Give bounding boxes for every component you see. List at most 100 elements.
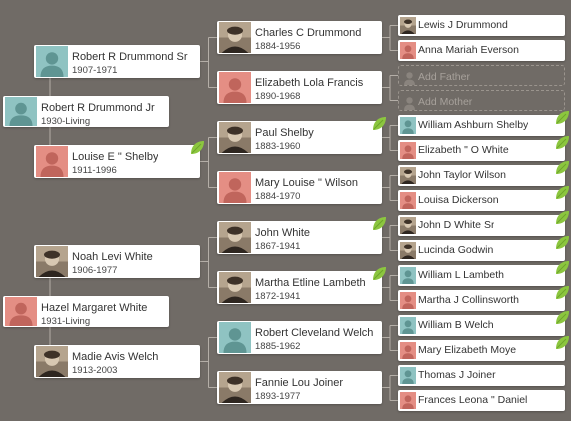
person-lifespan: 1885-1962	[255, 341, 301, 352]
person-name: Louise E " Shelby	[72, 151, 159, 163]
person-silhouette-icon	[36, 46, 68, 77]
person-card[interactable]: Mary Elizabeth Moye	[398, 340, 565, 361]
person-silhouette-icon	[400, 392, 416, 409]
connector-line	[382, 75, 398, 101]
person-silhouette-icon	[400, 192, 416, 209]
person-name: William Ashburn Shelby	[418, 119, 529, 131]
record-hint-leaf-icon[interactable]	[554, 184, 571, 201]
person-silhouette-icon	[400, 142, 416, 159]
person-card[interactable]: John D White Sr	[398, 215, 565, 236]
connector-line	[200, 237, 217, 288]
person-silhouette-icon	[400, 317, 416, 334]
person-name: Robert Cleveland Welch	[255, 327, 374, 339]
person-name: Elizabeth " O White	[418, 144, 509, 156]
person-card[interactable]: John Taylor Wilson	[398, 165, 565, 186]
connector-line	[382, 275, 398, 301]
record-hint-leaf-icon[interactable]	[554, 309, 571, 326]
record-hint-leaf-icon[interactable]	[554, 259, 571, 276]
person-card[interactable]: Robert Cleveland Welch 1885-1962	[217, 321, 382, 354]
record-hint-leaf-icon[interactable]	[554, 284, 571, 301]
person-card[interactable]: Louisa Dickerson	[398, 190, 565, 211]
person-card[interactable]: Lewis J Drummond	[398, 15, 565, 36]
record-hint-leaf-icon[interactable]	[189, 139, 206, 156]
person-lifespan: 1907-1971	[72, 65, 118, 76]
person-silhouette-icon	[400, 367, 416, 384]
person-silhouette-icon	[400, 292, 416, 309]
person-card[interactable]: Mary Louise " Wilson 1884-1970	[217, 171, 382, 204]
add-father-button[interactable]: Add Father	[398, 65, 565, 86]
person-name: Mary Louise " Wilson	[255, 177, 358, 189]
person-name: Thomas J Joiner	[418, 369, 496, 381]
person-lifespan: 1872-1941	[255, 291, 301, 302]
person-card[interactable]: William Ashburn Shelby	[398, 115, 565, 136]
person-card[interactable]: Louise E " Shelby 1911-1996	[34, 145, 200, 178]
person-card[interactable]: Lucinda Godwin	[398, 240, 565, 261]
add-mother-button[interactable]: Add Mother	[398, 90, 565, 111]
person-silhouette-icon	[400, 117, 416, 134]
record-hint-leaf-icon[interactable]	[554, 109, 571, 126]
person-lifespan: 1906-1977	[72, 265, 118, 276]
person-name: Hazel Margaret White	[41, 302, 148, 314]
person-lifespan: 1883-1960	[255, 141, 301, 152]
person-name: Robert R Drummond Jr	[41, 102, 155, 114]
person-photo	[400, 17, 416, 34]
record-hint-leaf-icon[interactable]	[554, 234, 571, 251]
record-hint-leaf-icon[interactable]	[554, 134, 571, 151]
connector-line	[200, 137, 217, 188]
person-card[interactable]: William B Welch	[398, 315, 565, 336]
person-lifespan: 1884-1970	[255, 191, 301, 202]
person-lifespan: 1884-1956	[255, 41, 301, 52]
record-hint-leaf-icon[interactable]	[554, 159, 571, 176]
record-hint-leaf-icon[interactable]	[371, 215, 388, 232]
person-photo	[219, 272, 251, 303]
person-name: Mary Elizabeth Moye	[418, 344, 517, 356]
person-silhouette-icon	[402, 69, 417, 85]
record-hint-leaf-icon[interactable]	[371, 265, 388, 282]
person-card[interactable]: Hazel Margaret White 1931-Living	[3, 296, 169, 327]
person-lifespan: 1867-1941	[255, 241, 301, 252]
person-card[interactable]: William L Lambeth	[398, 265, 565, 286]
person-name: William L Lambeth	[418, 269, 504, 281]
record-hint-leaf-icon[interactable]	[371, 115, 388, 132]
person-card[interactable]: Anna Mariah Everson	[398, 40, 565, 61]
person-lifespan: 1931-Living	[41, 316, 91, 327]
connector-line	[382, 375, 398, 401]
person-silhouette-icon	[219, 172, 251, 203]
person-card[interactable]: Elizabeth " O White	[398, 140, 565, 161]
person-name: William B Welch	[418, 319, 494, 331]
person-card[interactable]: Martha J Collinsworth	[398, 290, 565, 311]
person-silhouette-icon	[219, 322, 251, 353]
connector-line	[200, 337, 217, 388]
record-hint-leaf-icon[interactable]	[554, 209, 571, 226]
record-hint-leaf-icon[interactable]	[554, 334, 571, 351]
person-silhouette-icon	[400, 267, 416, 284]
person-name: John Taylor Wilson	[418, 169, 506, 181]
person-lifespan: 1911-1996	[72, 165, 117, 176]
person-card[interactable]: Frances Leona " Daniel	[398, 390, 565, 411]
connector-line	[382, 25, 398, 51]
person-lifespan: 1893-1977	[255, 391, 301, 402]
connector-line	[200, 37, 217, 88]
person-photo	[36, 346, 68, 377]
connector-line	[382, 225, 398, 251]
person-photo	[219, 22, 251, 53]
person-silhouette-icon	[36, 146, 68, 177]
person-photo	[400, 167, 416, 184]
person-silhouette-icon	[219, 72, 251, 103]
person-silhouette-icon	[402, 94, 417, 110]
person-silhouette-icon	[5, 97, 37, 126]
person-name: John D White Sr	[418, 219, 495, 231]
person-card[interactable]: Thomas J Joiner	[398, 365, 565, 386]
person-silhouette-icon	[5, 297, 37, 326]
person-photo	[400, 217, 416, 234]
